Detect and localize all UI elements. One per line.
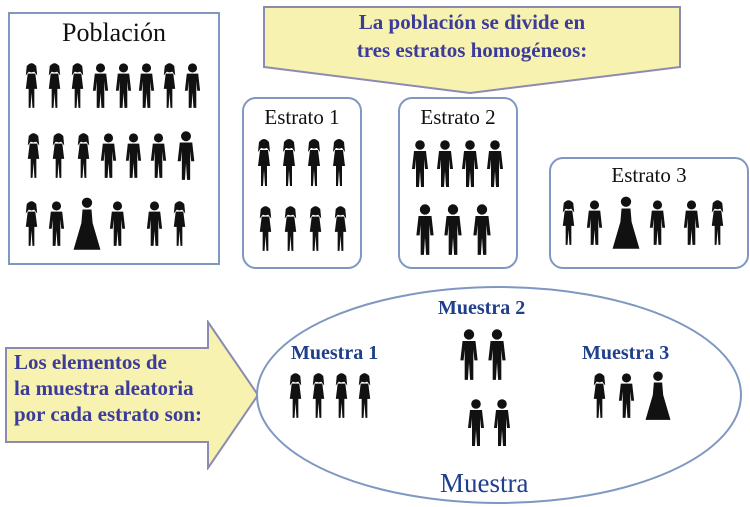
top-callout-line-1: La población se divide en <box>358 10 586 34</box>
man-silhouette-icon <box>183 62 202 110</box>
man-silhouette-icon <box>492 396 512 450</box>
man-silhouette-icon <box>442 203 464 257</box>
stratum-3-box: Estrato 3 <box>549 157 749 269</box>
woman-silhouette-icon <box>170 196 189 252</box>
man-silhouette-icon <box>486 328 508 382</box>
man-silhouette-icon <box>585 195 604 251</box>
population-row-3 <box>22 196 189 252</box>
man-silhouette-icon <box>458 328 480 382</box>
left-callout-line-2: la muestra aleatoria <box>14 376 194 400</box>
woman-silhouette-icon <box>49 130 68 182</box>
woman-silhouette-icon <box>74 130 93 182</box>
man-silhouette-icon <box>466 396 486 450</box>
stratum-3-title: Estrato 3 <box>611 163 687 187</box>
woman-silhouette-icon <box>22 62 41 110</box>
woman-silhouette-icon <box>256 203 275 255</box>
sample-2-figures-top <box>458 328 508 382</box>
man-silhouette-icon <box>124 130 143 182</box>
man-silhouette-icon <box>485 137 505 191</box>
man-silhouette-icon <box>114 62 133 110</box>
man-silhouette-icon <box>174 130 198 182</box>
top-callout-line-2: tres estratos homogéneos: <box>356 38 588 62</box>
man-silhouette-icon <box>137 62 156 110</box>
man-silhouette-icon <box>145 196 164 252</box>
woman-silhouette-icon <box>281 203 300 255</box>
woman-silhouette-icon <box>331 203 350 255</box>
woman-silhouette-icon <box>304 137 324 189</box>
man-silhouette-icon <box>470 203 494 257</box>
population-box: Población <box>8 12 220 265</box>
woman-in-dress-silhouette-icon <box>644 370 672 422</box>
woman-silhouette-icon <box>68 62 87 110</box>
man-silhouette-icon <box>435 137 455 191</box>
woman-silhouette-icon <box>306 203 325 255</box>
man-silhouette-icon <box>149 130 168 182</box>
stratum-2-title: Estrato 2 <box>420 105 496 129</box>
left-callout-line-3: por cada estrato son: <box>14 402 203 426</box>
stratum-3-row <box>559 195 727 251</box>
woman-silhouette-icon <box>286 370 305 422</box>
sample-3-title: Muestra 3 <box>582 342 670 364</box>
woman-in-dress-silhouette-icon <box>611 195 641 251</box>
population-title: Población <box>62 18 166 47</box>
sample-3-figures <box>590 370 672 422</box>
woman-silhouette-icon <box>279 137 299 189</box>
sample-2-figures-bottom <box>466 396 512 450</box>
woman-silhouette-icon <box>559 195 578 251</box>
stratum-2-row-1 <box>410 137 505 191</box>
man-silhouette-icon <box>410 137 430 191</box>
population-row-1 <box>22 62 202 110</box>
population-row-2 <box>24 130 198 182</box>
man-silhouette-icon <box>414 203 436 257</box>
woman-silhouette-icon <box>708 195 727 251</box>
sample-2-title: Muestra 2 <box>438 297 526 319</box>
sample-group-title: Muestra <box>440 468 529 498</box>
man-silhouette-icon <box>47 196 66 252</box>
man-silhouette-icon <box>617 370 636 422</box>
sample-ellipse <box>256 286 742 504</box>
woman-silhouette-icon <box>329 137 349 189</box>
woman-in-dress-silhouette-icon <box>72 196 102 252</box>
stratum-1-row-2 <box>256 203 350 255</box>
stratum-1-box: Estrato 1 <box>242 97 362 269</box>
man-silhouette-icon <box>460 137 480 191</box>
man-silhouette-icon <box>99 130 118 182</box>
sample-1-title: Muestra 1 <box>291 342 379 364</box>
woman-silhouette-icon <box>254 137 274 189</box>
man-silhouette-icon <box>91 62 110 110</box>
woman-silhouette-icon <box>22 196 41 252</box>
stratum-1-row-1 <box>254 137 349 189</box>
woman-silhouette-icon <box>45 62 64 110</box>
stratum-1-title: Estrato 1 <box>264 105 340 129</box>
woman-silhouette-icon <box>160 62 179 110</box>
man-silhouette-icon <box>648 195 667 251</box>
woman-silhouette-icon <box>355 370 374 422</box>
man-silhouette-icon <box>108 196 127 252</box>
left-callout-line-1: Los elementos de <box>14 350 167 374</box>
sample-1-figures <box>286 370 374 422</box>
woman-silhouette-icon <box>332 370 351 422</box>
stratum-2-row-2 <box>414 203 494 257</box>
woman-silhouette-icon <box>309 370 328 422</box>
top-callout-arrow <box>263 6 681 95</box>
woman-silhouette-icon <box>590 370 609 422</box>
stratum-2-box: Estrato 2 <box>398 97 518 269</box>
woman-silhouette-icon <box>24 130 43 182</box>
left-callout-arrow <box>5 320 260 470</box>
man-silhouette-icon <box>682 195 701 251</box>
